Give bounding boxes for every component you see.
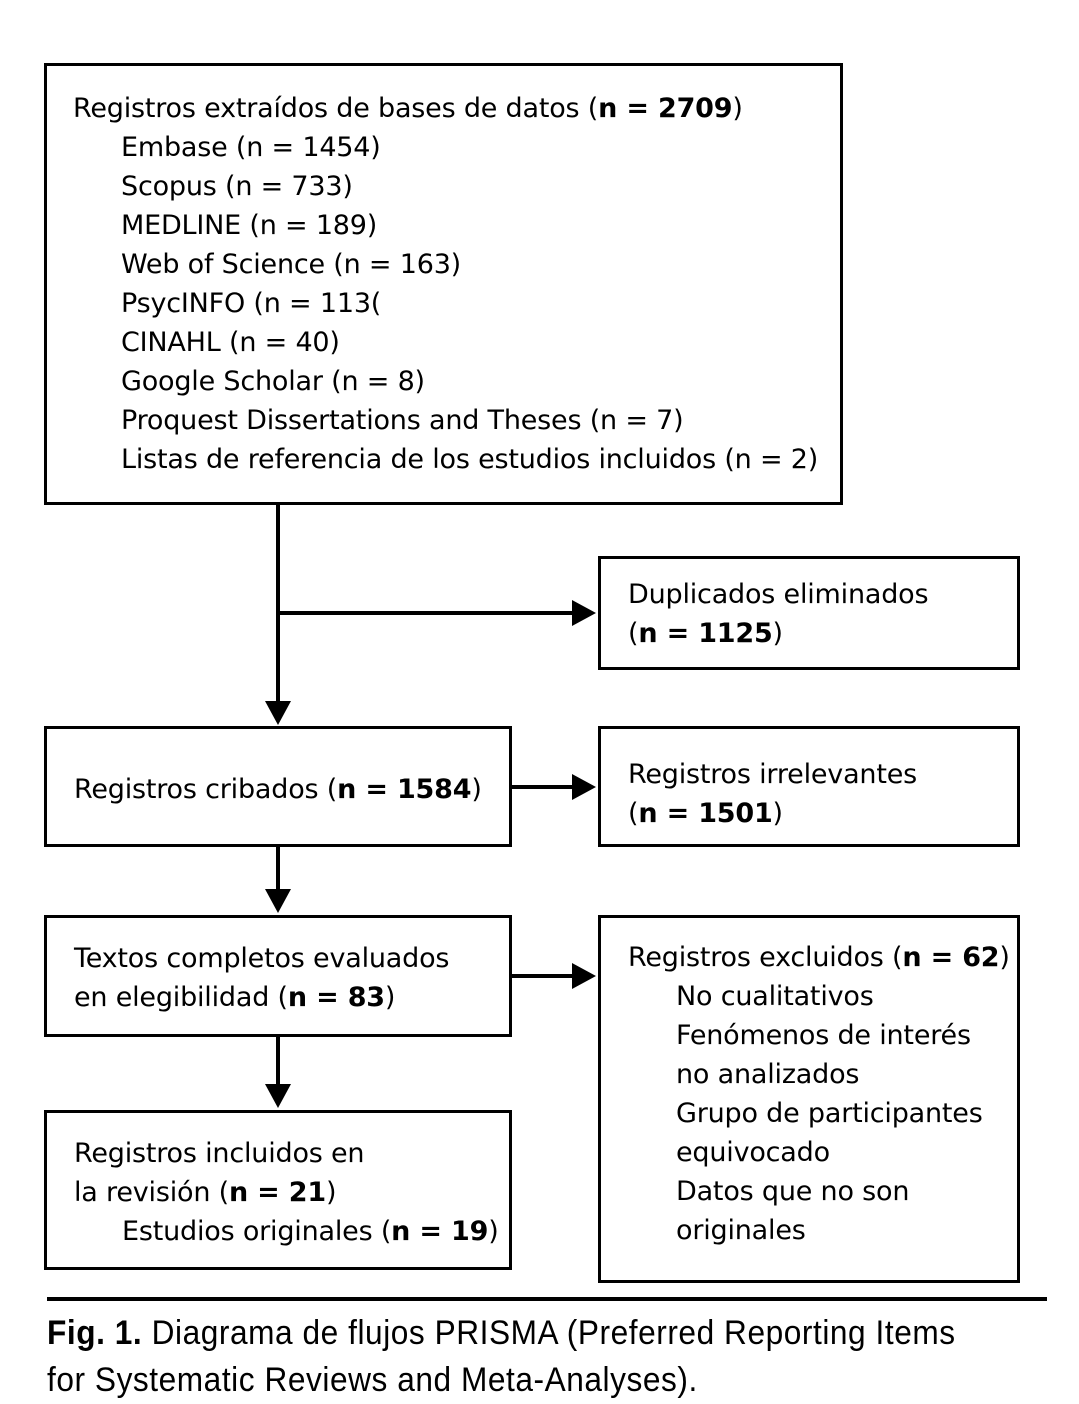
source-item-scopus: Scopus (n = 733) — [121, 171, 353, 202]
records-included-text: Registros incluidos en la revisión (n = … — [47, 1134, 509, 1251]
figure-caption: Fig. 1. Diagrama de flujos PRISMA (Prefe… — [47, 1310, 986, 1404]
exclusion-reason-3-cont: equivocado — [676, 1137, 830, 1168]
records-identified-title-prefix: Registros extraídos de bases de datos ( — [73, 93, 599, 124]
figure-caption-label: Fig. 1. — [47, 1314, 143, 1352]
records-screened-line: Registros cribados (n = 1584) — [74, 770, 509, 809]
duplicates-paren-close: ) — [772, 618, 784, 649]
duplicates-removed-label: Duplicados eliminados — [628, 579, 929, 610]
fulltext-count: n = 83 — [287, 982, 385, 1013]
connector-sources-to-screened — [276, 505, 280, 703]
records-included-line1: Registros incluidos en — [74, 1138, 365, 1169]
box-fulltext-eligibility: Textos completos evaluados en elegibilid… — [44, 915, 512, 1037]
original-studies-count: n = 19 — [391, 1216, 489, 1247]
records-identified-count: n = 2709 — [598, 93, 733, 124]
arrowhead-right-to-excluded — [572, 963, 596, 989]
connector-screened-to-irrelevant — [512, 785, 574, 789]
original-studies-line: Estudios originales (n = 19) — [74, 1212, 509, 1251]
box-records-included: Registros incluidos en la revisión (n = … — [44, 1110, 512, 1270]
records-included-line2: la revisión (n = 21) — [74, 1173, 509, 1212]
box-records-identified: Registros extraídos de bases de datos (n… — [44, 63, 843, 505]
records-irrelevant-count: n = 1501 — [638, 798, 773, 829]
records-identified-text: Registros extraídos de bases de datos (n… — [47, 89, 840, 479]
irrelevant-paren-close: ) — [772, 798, 784, 829]
connector-screened-to-fulltext — [276, 847, 280, 891]
source-item-proquest: Proquest Dissertations and Theses (n = 7… — [121, 405, 684, 436]
box-records-excluded: Registros excluidos (n = 62) No cualitat… — [598, 915, 1020, 1283]
exclusion-reason-2: Fenómenos de interés — [676, 1020, 971, 1051]
exclusion-reason-1: No cualitativos — [676, 981, 874, 1012]
duplicates-paren-open: ( — [628, 618, 639, 649]
box-duplicates-removed: Duplicados eliminados (n = 1125) — [598, 556, 1020, 670]
exclusion-reason-2-cont: no analizados — [676, 1059, 860, 1090]
records-identified-title: Registros extraídos de bases de datos (n… — [73, 89, 840, 128]
records-irrelevant-text: Registros irrelevantes (n = 1501) — [601, 755, 1017, 833]
source-item-web-of-science: Web of Science (n = 163) — [121, 249, 462, 280]
connector-fulltext-to-excluded — [512, 974, 574, 978]
arrowhead-down-to-screened — [265, 701, 291, 725]
duplicates-removed-count-line: (n = 1125) — [628, 614, 1017, 653]
figure-caption-text: Diagrama de flujos PRISMA (Preferred Rep… — [47, 1314, 956, 1399]
connector-fulltext-to-included — [276, 1037, 280, 1086]
records-excluded-text: Registros excluidos (n = 62) No cualitat… — [601, 938, 1017, 1250]
irrelevant-paren-open: ( — [628, 798, 639, 829]
records-excluded-prefix: Registros excluidos ( — [628, 942, 903, 973]
records-screened-prefix: Registros cribados ( — [74, 774, 338, 805]
records-screened-text: Registros cribados (n = 1584) — [47, 770, 509, 809]
fulltext-eligibility-text: Textos completos evaluados en elegibilid… — [47, 939, 509, 1017]
records-included-prefix: la revisión ( — [74, 1177, 229, 1208]
source-item-cinahl: CINAHL (n = 40) — [121, 327, 340, 358]
fulltext-suffix: ) — [384, 982, 396, 1013]
box-records-screened: Registros cribados (n = 1584) — [44, 726, 512, 847]
records-identified-title-suffix: ) — [732, 93, 743, 124]
records-screened-count: n = 1584 — [337, 774, 472, 805]
records-included-count: n = 21 — [228, 1177, 326, 1208]
records-irrelevant-label: Registros irrelevantes — [628, 759, 917, 790]
records-excluded-suffix: ) — [999, 942, 1010, 973]
exclusion-reason-4: Datos que no son — [676, 1176, 910, 1207]
fulltext-eligibility-line2: en elegibilidad (n = 83) — [74, 978, 509, 1017]
fulltext-eligibility-line1: Textos completos evaluados — [74, 943, 450, 974]
records-excluded-count: n = 62 — [902, 942, 1000, 973]
records-screened-suffix: ) — [471, 774, 482, 805]
original-studies-prefix: Estudios originales ( — [122, 1216, 392, 1247]
source-item-reference-lists: Listas de referencia de los estudios inc… — [121, 444, 819, 475]
source-item-google-scholar: Google Scholar (n = 8) — [121, 366, 425, 397]
source-item-psycinfo: PsycINFO (n = 113( — [121, 288, 382, 319]
arrowhead-right-to-irrelevant — [572, 774, 596, 800]
fulltext-prefix: en elegibilidad ( — [74, 982, 288, 1013]
source-item-medline: MEDLINE (n = 189) — [121, 210, 378, 241]
original-studies-suffix: ) — [488, 1216, 499, 1247]
records-excluded-title: Registros excluidos (n = 62) — [628, 938, 1017, 977]
box-records-irrelevant: Registros irrelevantes (n = 1501) — [598, 726, 1020, 847]
arrowhead-right-to-duplicates — [572, 600, 596, 626]
caption-divider — [47, 1297, 1047, 1301]
records-included-suffix: ) — [325, 1177, 337, 1208]
duplicates-count: n = 1125 — [638, 618, 773, 649]
arrowhead-down-to-fulltext — [265, 889, 291, 913]
records-irrelevant-count-line: (n = 1501) — [628, 794, 1017, 833]
exclusion-reason-3: Grupo de participantes — [676, 1098, 983, 1129]
duplicates-removed-text: Duplicados eliminados (n = 1125) — [601, 575, 1017, 653]
arrowhead-down-to-included — [265, 1084, 291, 1108]
exclusion-reason-4-cont: originales — [676, 1215, 806, 1246]
source-item-embase: Embase (n = 1454) — [121, 132, 381, 163]
connector-sources-to-duplicates — [276, 611, 574, 615]
